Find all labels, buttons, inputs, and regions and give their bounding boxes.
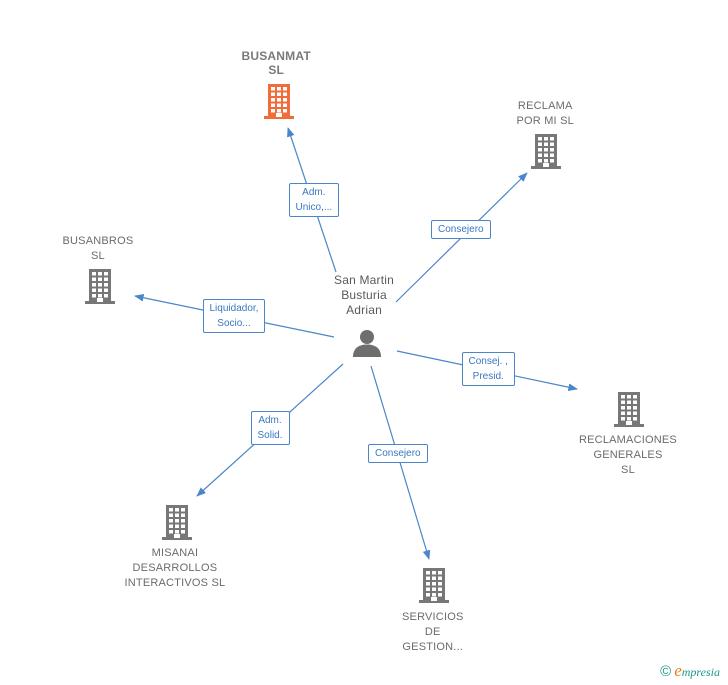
relation-label-misanai[interactable]: Adm. Solid. bbox=[250, 411, 290, 445]
copyright-icon: © bbox=[660, 663, 672, 680]
person-name-line: Busturia bbox=[341, 288, 387, 302]
company-label-misanai-line: INTERACTIVOS SL bbox=[124, 577, 226, 589]
relation-label-servicios[interactable]: Consejero bbox=[368, 443, 428, 463]
company-label-misanai-line: MISANAI bbox=[151, 547, 199, 559]
company-label-reclamaciones-line: RECLAMACIONES bbox=[579, 434, 677, 446]
relation-label-line: Consejero bbox=[375, 447, 421, 459]
person-name-line: Adrian bbox=[346, 303, 382, 317]
building-icon-busanmat[interactable] bbox=[263, 83, 295, 124]
relation-label-line: Solid. bbox=[257, 430, 283, 441]
brand-initial: e bbox=[674, 661, 682, 680]
relation-label-busanmat[interactable]: Adm. Unico,... bbox=[288, 183, 340, 217]
relation-label-line: Presid. bbox=[472, 371, 504, 382]
company-label-reclama[interactable]: RECLAMA POR MI SL bbox=[517, 99, 574, 129]
relation-label-line: Consej. , bbox=[468, 356, 508, 367]
relation-label-line: Adm. bbox=[302, 187, 326, 198]
building-icon-reclama[interactable] bbox=[530, 133, 562, 174]
relation-label-reclama[interactable]: Consejero bbox=[431, 219, 491, 239]
company-label-reclamaciones-line: GENERALES bbox=[593, 449, 663, 461]
company-label-busanmat-line: BUSANMAT bbox=[241, 49, 311, 63]
company-label-busanbros-line: BUSANBROS bbox=[62, 235, 134, 247]
relation-label-line: Liquidador, bbox=[209, 303, 259, 314]
company-label-reclama-line: RECLAMA bbox=[517, 100, 573, 112]
company-label-busanbros-line: SL bbox=[91, 250, 105, 262]
building-icon-reclamaciones[interactable] bbox=[613, 391, 645, 432]
company-label-reclama-line: POR MI SL bbox=[516, 115, 574, 127]
company-label-busanmat-line: SL bbox=[268, 63, 285, 77]
relation-label-busanbros[interactable]: Liquidador, Socio... bbox=[202, 299, 266, 333]
relation-label-reclamaciones[interactable]: Consej. , Presid. bbox=[461, 352, 515, 386]
company-label-misanai[interactable]: MISANAI DESARROLLOS INTERACTIVOS SL bbox=[125, 546, 226, 591]
relation-label-line: Unico,... bbox=[295, 202, 333, 213]
relation-label-line: Adm. bbox=[258, 415, 282, 426]
company-label-servicios-line: SERVICIOS bbox=[402, 611, 464, 623]
company-label-busanbros[interactable]: BUSANBROS SL bbox=[63, 234, 134, 264]
footer-brand: ©empresia bbox=[660, 661, 720, 681]
company-label-servicios-line: DE bbox=[424, 626, 441, 638]
company-label-reclamaciones-line: SL bbox=[621, 464, 635, 476]
company-label-reclamaciones[interactable]: RECLAMACIONES GENERALES SL bbox=[579, 433, 677, 478]
building-icon-servicios[interactable] bbox=[418, 567, 450, 608]
relation-label-line: Socio... bbox=[217, 318, 251, 329]
edge-servicios bbox=[370, 365, 431, 560]
company-label-servicios-line: GESTION... bbox=[402, 641, 464, 653]
building-icon-busanbros[interactable] bbox=[84, 268, 116, 309]
brand-name: mpresia bbox=[681, 665, 720, 679]
building-icon-misanai[interactable] bbox=[161, 504, 193, 545]
person-name-line: San Martin bbox=[334, 273, 395, 287]
company-label-misanai-line: DESARROLLOS bbox=[132, 562, 218, 574]
company-label-servicios[interactable]: SERVICIOS DE GESTION... bbox=[402, 610, 464, 655]
person-icon[interactable] bbox=[352, 328, 382, 363]
relation-label-line: Consejero bbox=[438, 223, 484, 235]
